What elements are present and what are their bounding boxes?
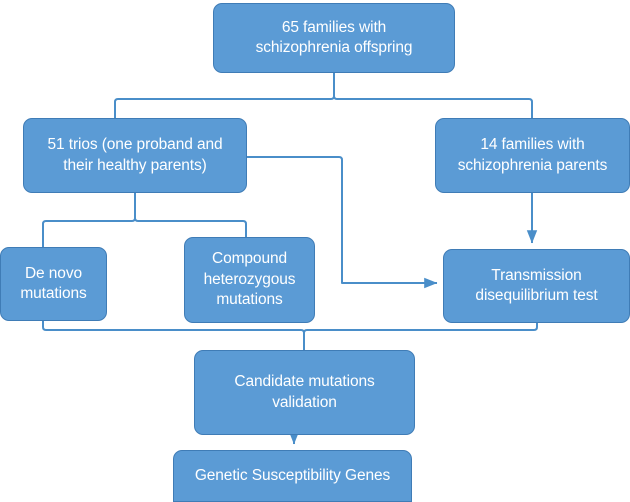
edge-root-to-trios (114, 73, 335, 118)
edge-trios-to-tdt (247, 156, 438, 289)
node-genetic-susceptibility-genes[interactable]: Genetic Susceptibility Genes (173, 450, 412, 502)
node-schizophrenia-parents[interactable]: 14 families with schizophrenia parents (435, 118, 630, 193)
node-root-families[interactable]: 65 families with schizophrenia offspring (213, 3, 455, 73)
edge-tdt-to-candidate (303, 323, 538, 350)
node-label: 51 trios (one proband and their healthy … (47, 136, 223, 174)
node-label: Compound heterozygous mutations (203, 250, 296, 309)
node-label: 14 families with schizophrenia parents (457, 136, 608, 174)
node-candidate-mutations-validation[interactable]: Candidate mutations validation (194, 350, 415, 435)
node-label: 65 families with schizophrenia offspring (255, 18, 413, 56)
edge-trios-to-de-novo (42, 193, 136, 247)
node-label: Candidate mutations validation (234, 373, 375, 411)
edge-de-novo-to-candidate (42, 321, 305, 350)
node-compound-heterozygous-mutations[interactable]: Compound heterozygous mutations (184, 237, 315, 323)
edge-trios-to-compound-het (134, 217, 247, 237)
node-label: Transmission disequilibrium test (475, 266, 598, 304)
node-label: Genetic Susceptibility Genes (194, 466, 391, 484)
node-label: De novo mutations (20, 264, 87, 302)
edge-root-to-sz-parents (333, 95, 533, 118)
node-transmission-disequilibrium-test[interactable]: Transmission disequilibrium test (443, 249, 630, 323)
node-de-novo-mutations[interactable]: De novo mutations (0, 247, 107, 321)
node-trios[interactable]: 51 trios (one proband and their healthy … (23, 118, 247, 193)
